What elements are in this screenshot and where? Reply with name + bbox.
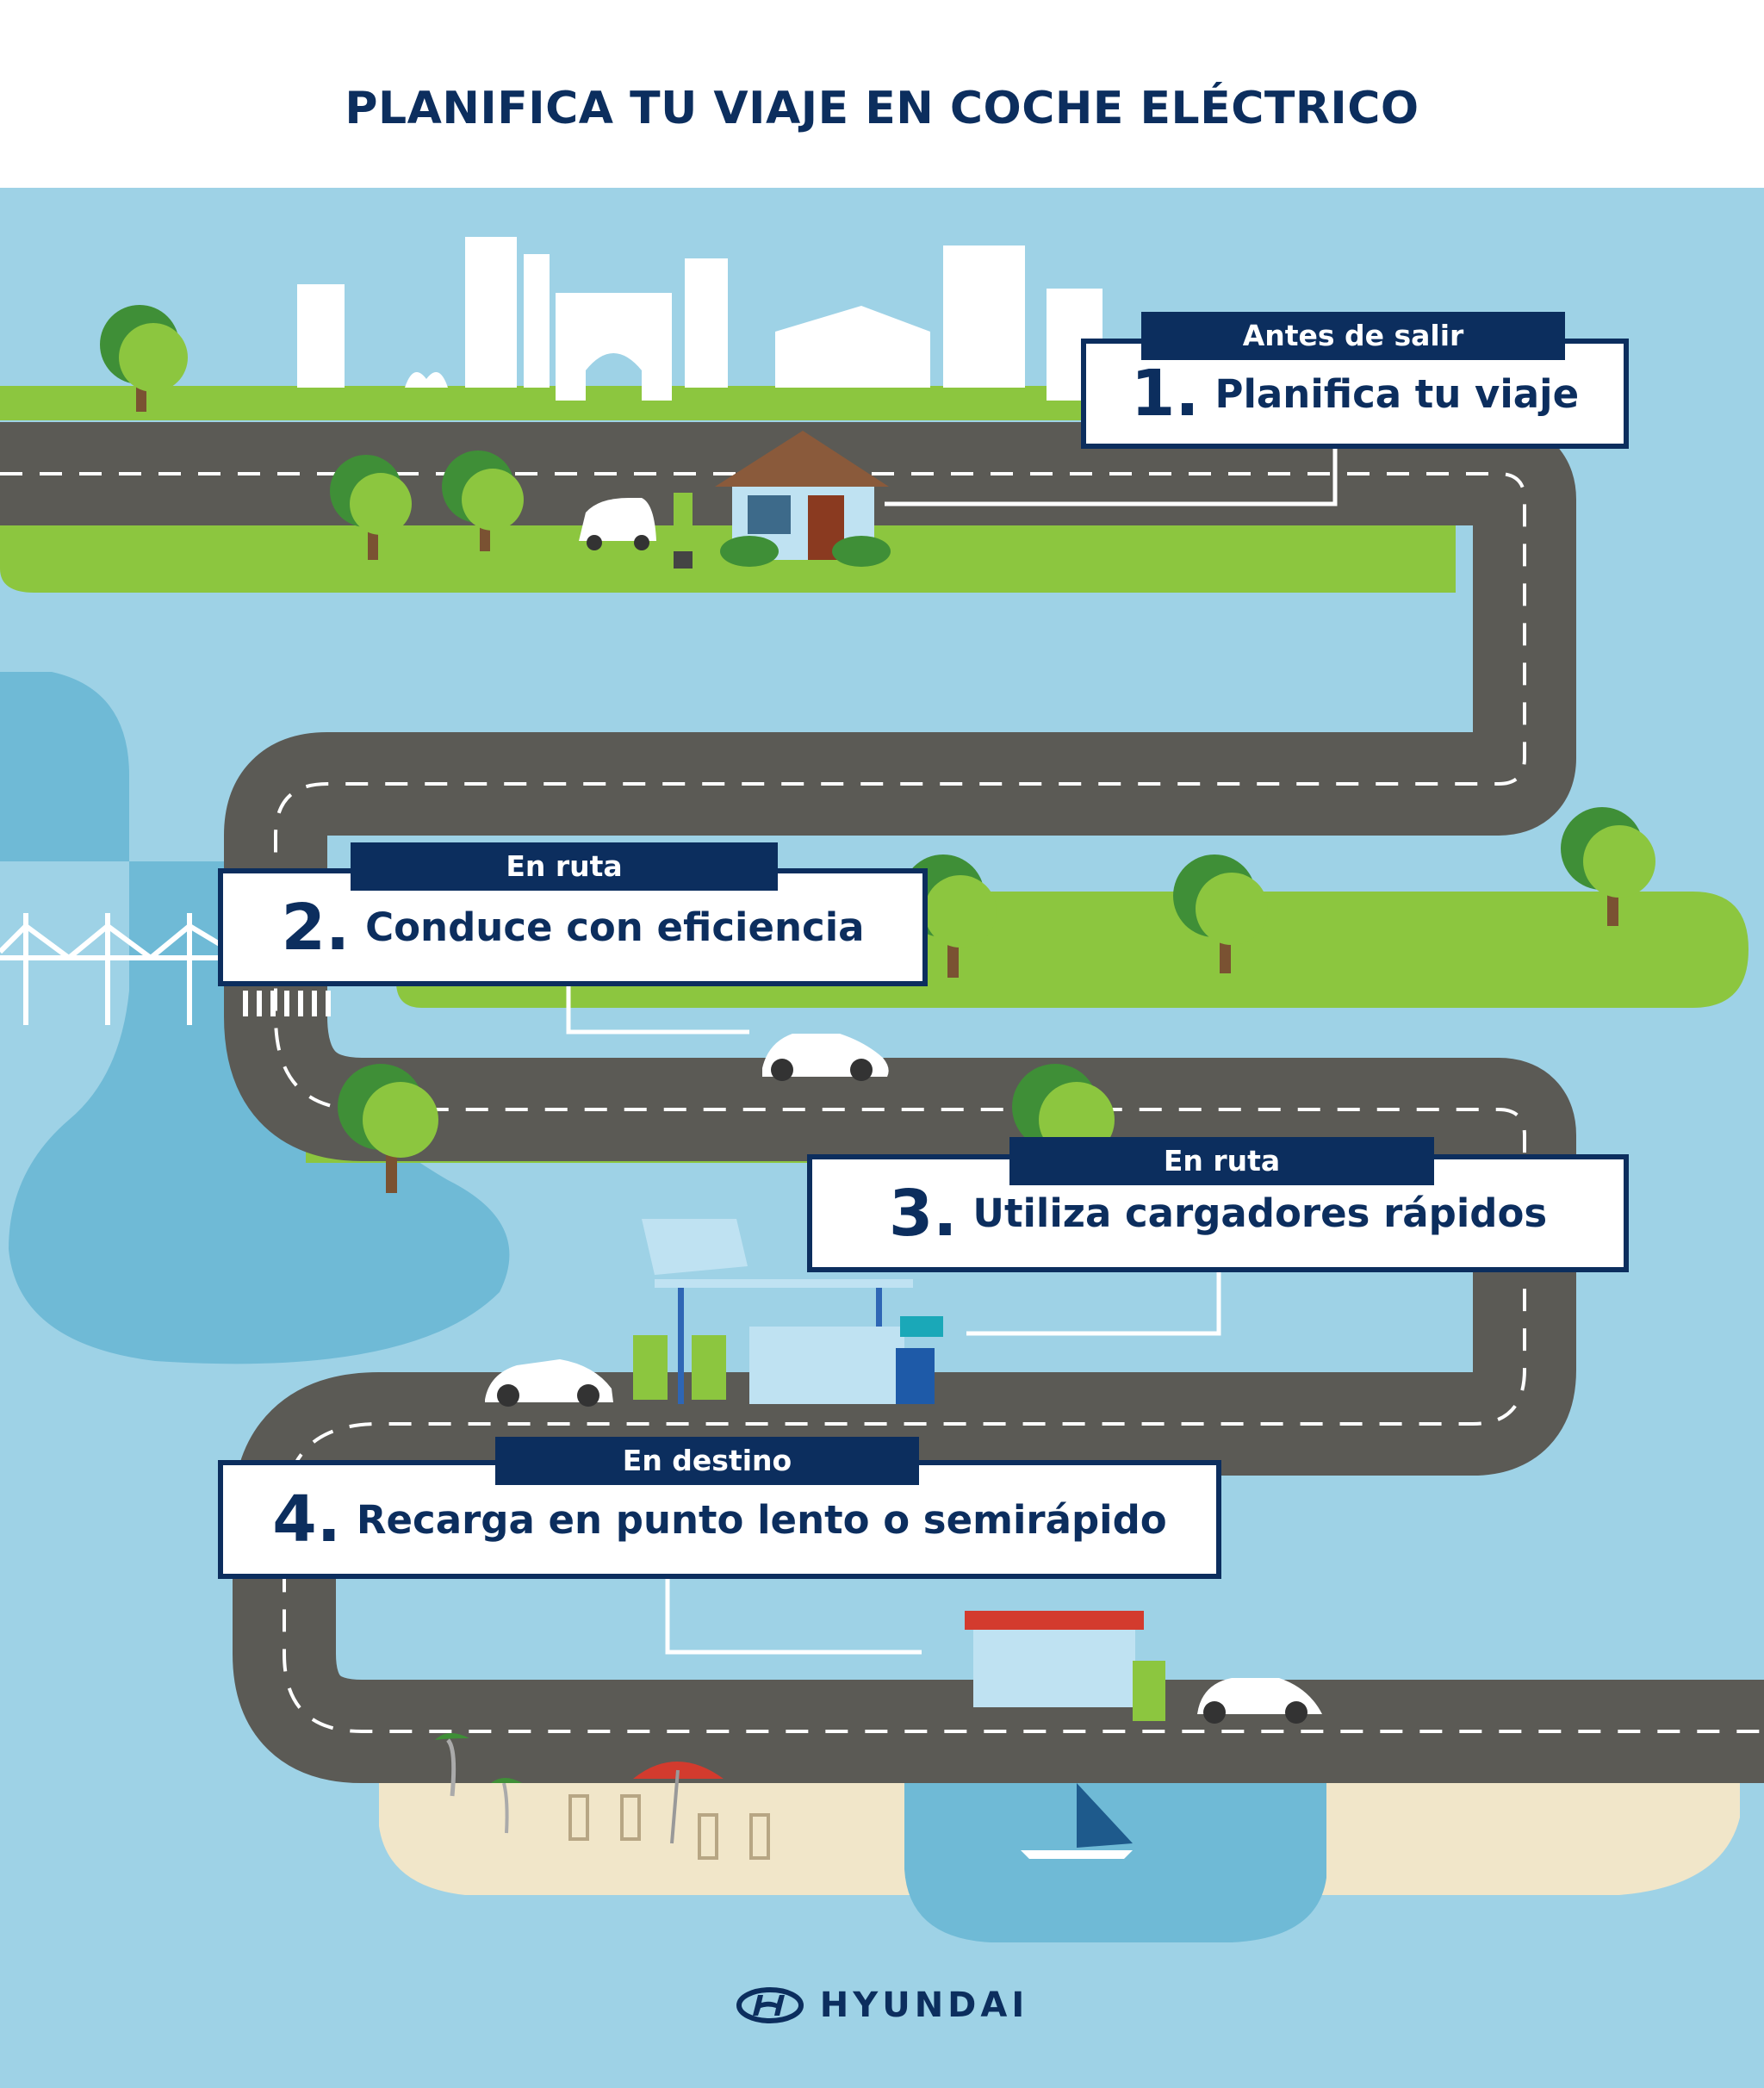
- car: [579, 498, 656, 550]
- tree: [442, 451, 524, 551]
- page-title: PLANIFICA TU VIAJE EN COCHE ELÉCTRICO: [345, 83, 1419, 134]
- step-number: 2.: [281, 890, 351, 965]
- sailboat: [1021, 1783, 1133, 1859]
- step-text: Recarga en punto lento o semirápido: [356, 1496, 1167, 1543]
- step-number: 1.: [1130, 357, 1200, 431]
- parasol: [633, 1762, 724, 1844]
- palm-trees: [435, 1732, 522, 1834]
- beach-chairs: [568, 1794, 770, 1860]
- step-card-4: 4. Recarga en punto lento o semirápido: [218, 1460, 1221, 1579]
- step-number: 4.: [272, 1482, 341, 1557]
- tree: [1173, 854, 1268, 973]
- footer: HYUNDAI: [0, 1985, 1764, 2025]
- fast-charging-station: [633, 1219, 943, 1404]
- connector-lines: [566, 448, 1338, 1655]
- brand-name: HYUNDAI: [819, 1985, 1029, 2025]
- tree: [338, 1064, 438, 1193]
- bridge: [0, 913, 234, 1025]
- tree: [1561, 807, 1655, 926]
- tree: [100, 305, 188, 412]
- step-label: En ruta: [1009, 1137, 1434, 1185]
- home-charger: [674, 493, 693, 569]
- destination-charging-point: [965, 1611, 1165, 1721]
- step-label: En ruta: [351, 842, 778, 891]
- city-skyline: [297, 237, 1102, 401]
- step-label: Antes de salir: [1141, 312, 1565, 360]
- bay-water: [904, 1783, 1326, 1942]
- step-text: Planifica tu viaje: [1214, 370, 1580, 417]
- step-label: En destino: [495, 1437, 919, 1485]
- trees: [100, 305, 1655, 1193]
- tree: [330, 455, 412, 560]
- car: [762, 1034, 889, 1081]
- car: [1197, 1678, 1322, 1724]
- crosswalk: [243, 991, 331, 1016]
- step-number: 3.: [888, 1176, 958, 1251]
- header: PLANIFICA TU VIAJE EN COCHE ELÉCTRICO: [0, 0, 1764, 188]
- step-text: Utiliza cargadores rápidos: [972, 1190, 1548, 1236]
- step-text: Conduce con eficiencia: [365, 904, 865, 950]
- car: [485, 1359, 613, 1407]
- hyundai-logo-icon: [736, 1987, 804, 2023]
- house: [715, 431, 891, 567]
